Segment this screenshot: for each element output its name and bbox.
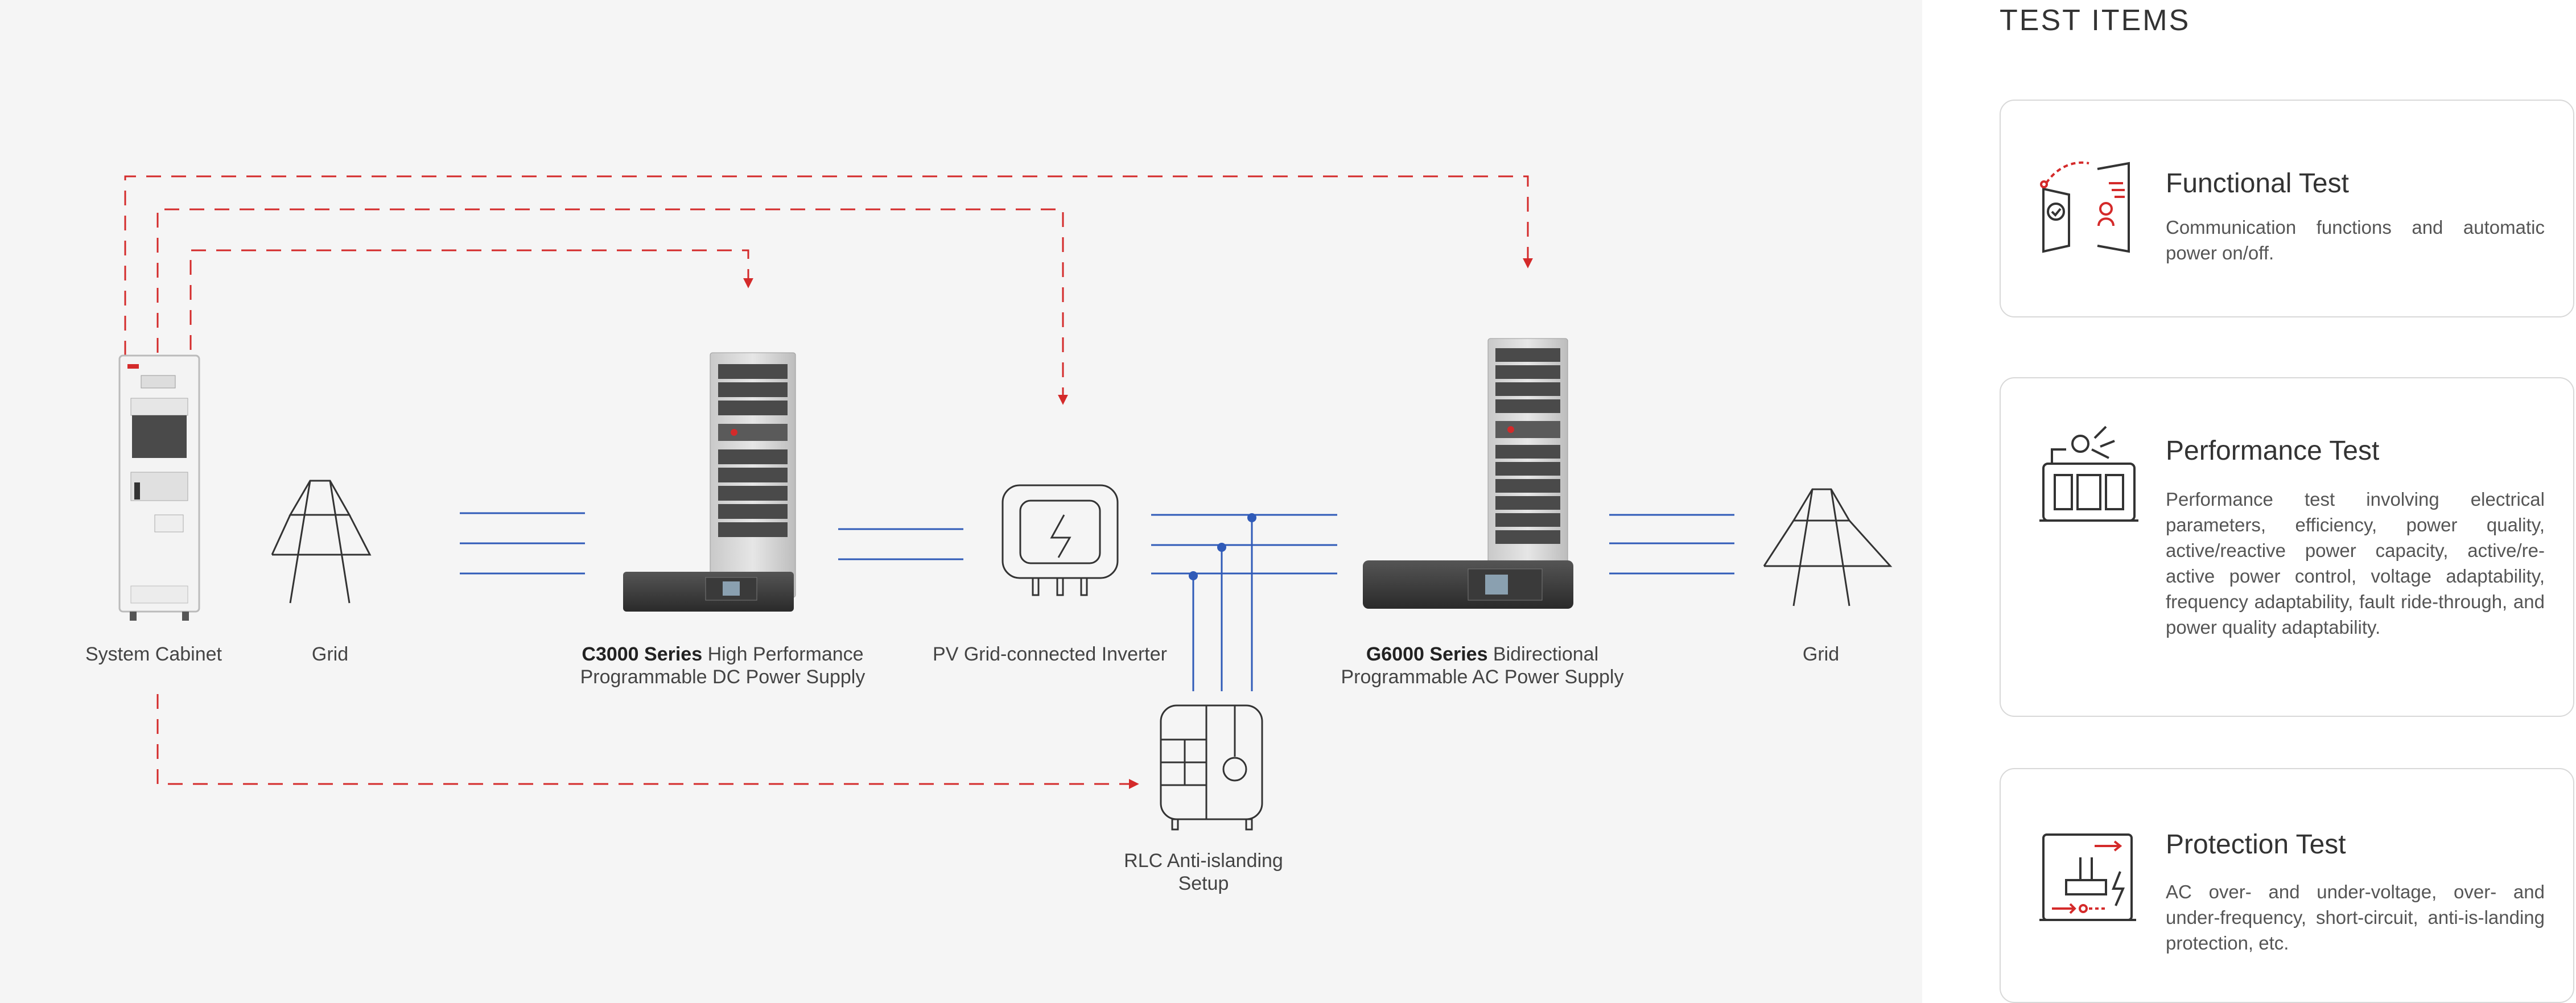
card-functional-test: Functional Test Communication functions … — [2000, 100, 2574, 317]
label-grid-right: Grid — [1802, 643, 1840, 665]
label-g6000: G6000 Series Bidirectional Programmable … — [1312, 643, 1653, 688]
g6000-line1-rest: Bidirectional — [1487, 643, 1599, 665]
protection-test-icon — [2039, 833, 2136, 921]
performance-test-icon — [2039, 426, 2138, 522]
card-description: AC over- and under-voltage, over- and un… — [2166, 881, 2545, 954]
card-description: Communication functions and automatic po… — [2166, 217, 2545, 263]
grid-tower-left — [271, 480, 372, 604]
signal-line-to-inverter — [156, 208, 1068, 405]
g6000-line2: Programmable AC Power Supply — [1341, 666, 1624, 688]
signal-line-to-c3000 — [189, 249, 753, 350]
control-signal-lines — [124, 175, 1533, 789]
label-system-cabinet: System Cabinet — [85, 643, 222, 665]
grid-tower-right — [1763, 488, 1893, 606]
test-items-panel: TEST ITEMS Functional Test Communication… — [1922, 0, 2576, 1003]
label-inverter: PV Grid-connected Inverter — [933, 643, 1167, 665]
system-cabinet — [118, 354, 200, 621]
functional-test-icon — [2040, 161, 2130, 253]
c3000-rack — [623, 352, 796, 612]
label-c3000: C3000 Series High Performance Programmab… — [552, 643, 893, 688]
inverter-icon — [1001, 484, 1119, 596]
rlc-setup-icon — [1160, 704, 1263, 831]
c3000-line2: Programmable DC Power Supply — [580, 666, 865, 688]
diagram-panel: System Cabinet Grid C3000 Series High Pe… — [85, 175, 1893, 895]
card-protection-test: Protection Test AC over- and under-volta… — [2000, 768, 2574, 1003]
card-title: Protection Test — [2166, 829, 2346, 860]
card-title: Functional Test — [2166, 168, 2349, 199]
signal-line-to-g6000 — [124, 175, 1533, 356]
rlc-line1: RLC Anti-islanding — [1124, 850, 1283, 872]
c3000-line1-rest: High Performance — [702, 643, 864, 665]
g6000-series-name: G6000 Series — [1366, 643, 1488, 665]
test-items-heading: TEST ITEMS — [2000, 4, 2191, 37]
power-lines — [460, 512, 1734, 691]
card-description: Performance test involving electrical pa… — [2166, 489, 2545, 638]
rlc-line2: Setup — [1178, 873, 1229, 894]
system-diagram — [118, 175, 1893, 831]
card-title: Performance Test — [2166, 436, 2380, 466]
label-rlc: RLC Anti-islanding Setup — [1093, 849, 1314, 895]
signal-line-to-rlc — [156, 694, 1139, 789]
c3000-series-name: C3000 Series — [582, 643, 703, 665]
g6000-rack — [1363, 338, 1573, 609]
power-junctions — [1189, 513, 1256, 580]
label-grid-left: Grid — [311, 643, 349, 665]
card-performance-test: Performance Test Performance test involv… — [2000, 377, 2574, 717]
